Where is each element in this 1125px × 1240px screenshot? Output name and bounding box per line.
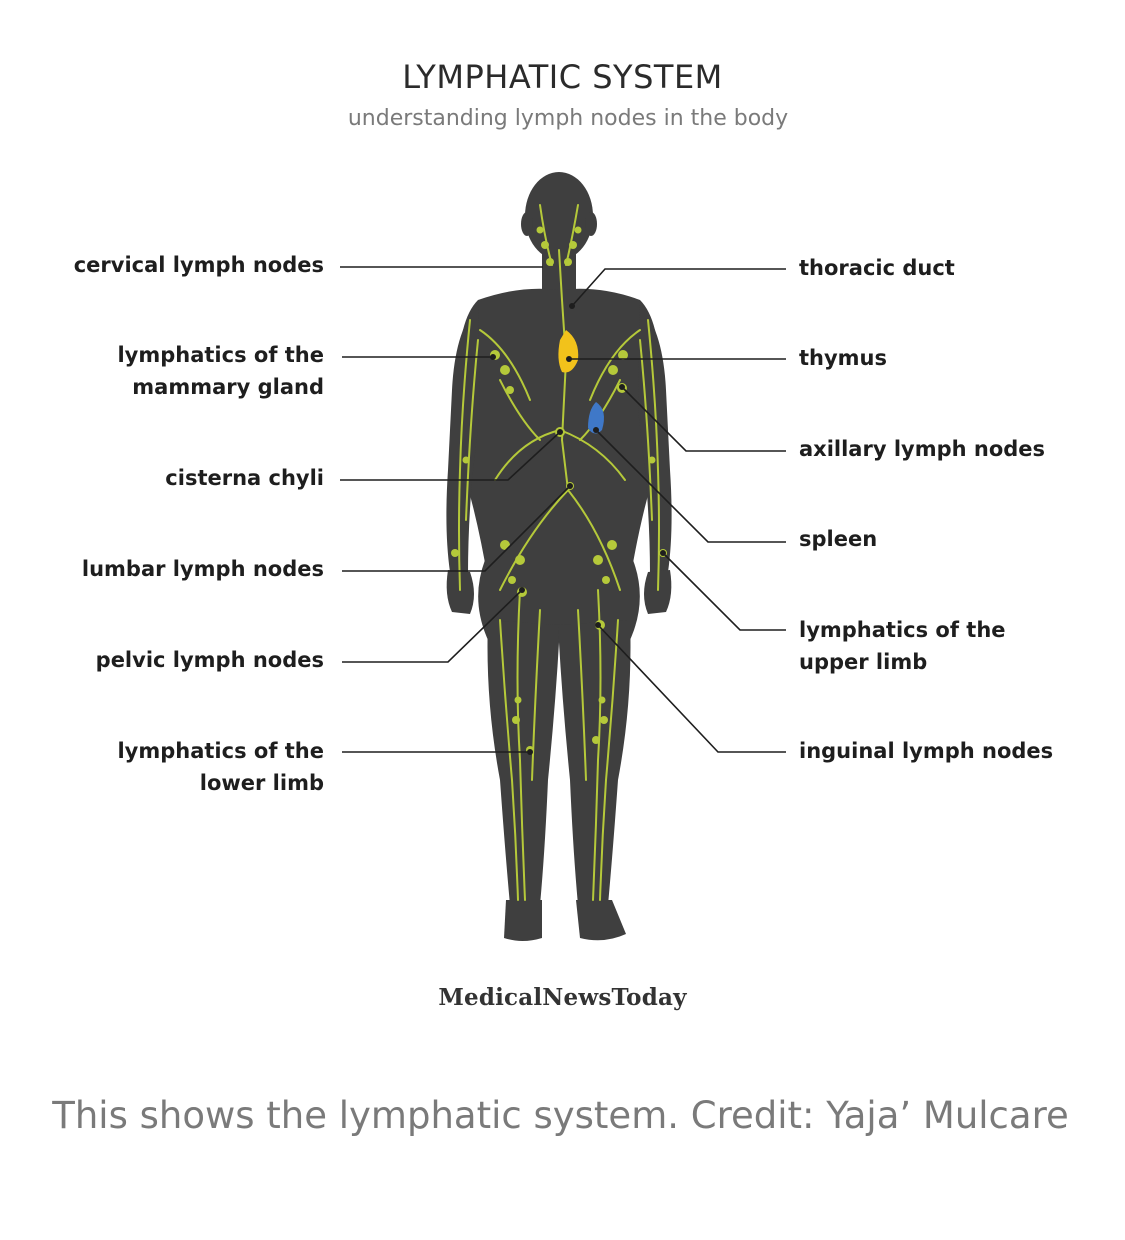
image-caption: This shows the lymphatic system. Credit:… — [0, 1094, 1121, 1137]
label-lumbar-lymph-nodes: lumbar lymph nodes — [82, 553, 324, 585]
label-thymus: thymus — [799, 342, 887, 374]
label-inguinal-lymph-nodes: inguinal lymph nodes — [799, 735, 1053, 767]
body-silhouette — [446, 172, 671, 941]
label-lymphatics-lower-limb: lymphatics of the lower limb — [117, 735, 324, 799]
label-pelvic-lymph-nodes: pelvic lymph nodes — [96, 644, 324, 676]
label-lymphatics-upper-limb: lymphatics of the upper limb — [799, 614, 1006, 678]
label-cervical-lymph-nodes: cervical lymph nodes — [74, 249, 324, 281]
label-cisterna-chyli: cisterna chyli — [165, 462, 324, 494]
label-spleen: spleen — [799, 523, 877, 555]
label-thoracic-duct: thoracic duct — [799, 252, 955, 284]
label-lymphatics-mammary-gland: lymphatics of the mammary gland — [117, 339, 324, 403]
brand-logo: MedicalNewsToday — [0, 984, 1125, 1011]
label-axillary-lymph-nodes: axillary lymph nodes — [799, 433, 1045, 465]
